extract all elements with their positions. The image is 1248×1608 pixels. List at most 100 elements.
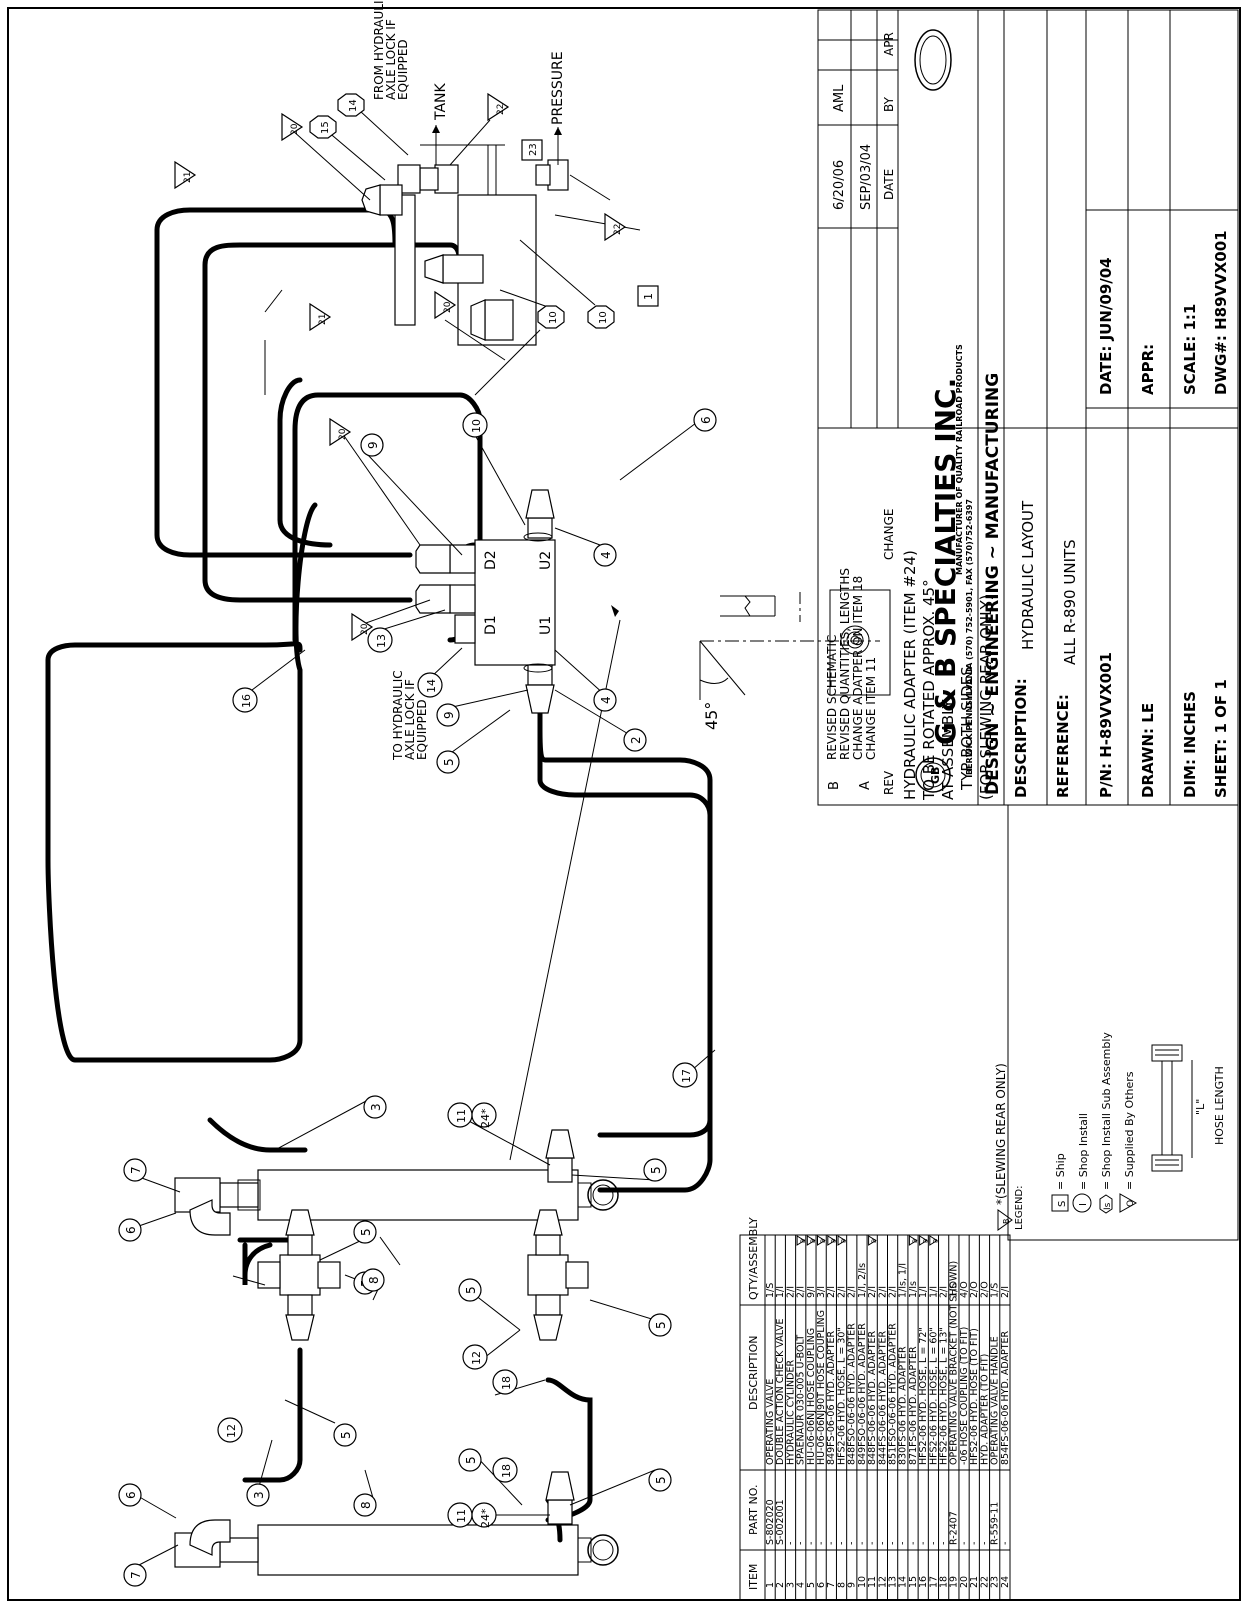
svg-text:6: 6 — [124, 1491, 138, 1499]
bom-cell-qty: 1/Is, 1/I — [898, 1263, 909, 1298]
bom-cell-desc: 848FSO-06-06 HYD. ADAPTER — [847, 1323, 858, 1465]
balloon-20-d: 20 — [281, 112, 304, 142]
svg-text:1: 1 — [642, 293, 655, 300]
bom-cell-desc: 830FS-06 HYD. ADAPTER — [898, 1346, 909, 1465]
hydraulic-cylinder-left — [174, 1524, 619, 1576]
rev-header-change: CHANGE — [882, 509, 896, 560]
bom-cell-desc: 844FS-06-06 HYD. ADAPTER — [877, 1331, 888, 1465]
bom-cell-desc: HYDRAULIC CYLINDER — [785, 1360, 796, 1465]
to-axle-lock-1: TO HYDRAULIC — [391, 670, 405, 761]
bom-header-item: ITEM — [747, 1564, 760, 1590]
bom-rev-flag — [796, 1235, 806, 1246]
balloon-22-a: 22 — [487, 92, 510, 122]
bom-cell-part: - — [979, 1542, 990, 1545]
balloon-5-f: 5 — [648, 1313, 672, 1337]
bom-rev-flag-label: B — [871, 1239, 878, 1243]
svg-text:5: 5 — [442, 758, 456, 766]
svg-text:20: 20 — [338, 428, 348, 440]
double-action-check-valve: D1 D2 U1 U2 — [415, 489, 556, 714]
rev-a-date: SEP/03/04 — [859, 144, 874, 210]
bom-cell-qty: 2/I — [888, 1286, 899, 1298]
bom-cell-part: - — [939, 1542, 950, 1545]
adapter-note-line5: (FOR SLEWING REAR ONLY) — [977, 595, 995, 800]
svg-text:7: 7 — [129, 1166, 143, 1174]
bom-rev-flag-label: B — [841, 1239, 848, 1243]
company-line2: BERWICK PENNSYLVANIA (570) 752-5901, FAX… — [965, 499, 974, 775]
balloon-24-left: 24* — [471, 1502, 497, 1528]
balloon-4-upper: 4 — [593, 543, 617, 567]
rev-b-by: AML — [832, 84, 847, 112]
svg-text:22: 22 — [496, 104, 506, 115]
hose-21-b — [202, 242, 463, 343]
bom-cell-item: 16 — [918, 1576, 929, 1588]
bom-cell-desc: OPERATING VALVE — [765, 1379, 776, 1465]
svg-text:24*: 24* — [479, 1108, 492, 1128]
hose-lines — [45, 207, 713, 1543]
bom-cell-item: 11 — [867, 1576, 878, 1588]
adapter-note-line3: AT ASSEMBLY — [939, 699, 957, 800]
hose-21-a — [154, 207, 398, 343]
svg-text:16: 16 — [240, 694, 253, 708]
bom-cell-part: - — [928, 1542, 939, 1545]
balloon-23: 23 — [521, 139, 543, 161]
svg-text:18: 18 — [500, 1376, 513, 1390]
svg-text:3: 3 — [369, 1103, 383, 1111]
hose-8-right — [207, 1117, 308, 1153]
balloon-2: 2 — [623, 728, 647, 752]
bom-cell-qty: 2/I — [867, 1286, 878, 1298]
bom-cell-qty: 1/S — [765, 1283, 776, 1298]
bom-cell-qty: 2/I — [1000, 1286, 1011, 1298]
balloon-14-top: 14 — [337, 93, 365, 117]
balloon-6-left: 6 — [118, 1483, 142, 1507]
svg-text:5: 5 — [654, 1476, 668, 1484]
balloon-24-right: 24* — [471, 1102, 497, 1128]
balloon-10-a: 10 — [537, 305, 565, 329]
svg-text:5: 5 — [339, 1431, 353, 1439]
bom-cell-qty: 2/I — [796, 1286, 807, 1298]
balloon-8-right: 8 — [361, 1268, 385, 1292]
svg-text:20: 20 — [360, 623, 370, 635]
bom-cell-part: - — [1000, 1542, 1011, 1545]
legend-others-symbol: O — [1126, 1200, 1136, 1207]
bom-cell-part: - — [908, 1542, 919, 1545]
bom-cell-qty: 2/O — [979, 1281, 990, 1298]
bom-cell-desc: 871FS-06 HYD. ADAPTER — [908, 1346, 919, 1465]
balloon-18-a: 18 — [492, 1457, 518, 1483]
hose-6 — [277, 377, 478, 573]
adapter-note-line1: HYDRAULIC ADAPTER (ITEM #24) — [901, 550, 919, 800]
svg-text:12: 12 — [470, 1351, 483, 1365]
port-u1: U1 — [538, 616, 554, 635]
bom-cell-qty: 2/I — [836, 1286, 847, 1298]
balloon-7-right: 7 — [123, 1158, 147, 1182]
bom-rev-flag-label: B — [912, 1239, 919, 1243]
balloon-21-b: 21 — [309, 302, 332, 332]
bom-cell-desc: 849FS-06-06 HYD. ADAPTER — [826, 1331, 837, 1465]
svg-text:3: 3 — [252, 1491, 266, 1499]
rev-header-by: BY — [882, 96, 896, 112]
bom-header-qty: QTY/ASSEMBLY — [747, 1217, 760, 1300]
railway-emblem — [914, 29, 952, 91]
balloon-18-b: 18 — [492, 1369, 518, 1395]
bom-cell-desc: OPERATING VALVE HANDLE — [990, 1336, 1001, 1465]
sheet-number: SHEET: 1 OF 1 — [1212, 679, 1230, 798]
bom-cell-item: 22 — [979, 1576, 990, 1588]
hose-8-left — [242, 1347, 303, 1483]
balloon-7-left: 7 — [123, 1563, 147, 1587]
bom-cell-qty: 3/I — [816, 1286, 827, 1298]
elbow-fitting-6-left — [189, 1519, 231, 1556]
from-axle-lock-2: AXLE LOCK IF — [384, 19, 398, 100]
bom-cell-part: - — [847, 1542, 858, 1545]
bom-cell-desc: DOUBLE ACTION CHECK VALVE — [775, 1318, 786, 1465]
bom-cell-item: 23 — [990, 1576, 1001, 1588]
legend-shop-sub: = Shop Install Sub Assembly — [1100, 1032, 1113, 1190]
angle-label: 45° — [702, 702, 721, 730]
balloon-6-right: 6 — [118, 1218, 142, 1242]
legend-others: = Supplied By Others — [1123, 1071, 1136, 1190]
svg-text:8: 8 — [359, 1501, 373, 1509]
bom-cell-item: 24 — [1000, 1576, 1011, 1588]
balloon-20-b: 20 — [351, 612, 374, 642]
port-d2: D2 — [483, 550, 499, 570]
bom-cell-qty: 2/I — [939, 1286, 950, 1298]
item-balloons: 7 6 8 3 12 5 5 5 7 6 3 8 18 18 12 5 5 5 … — [118, 92, 717, 1587]
svg-text:23: 23 — [528, 143, 539, 156]
